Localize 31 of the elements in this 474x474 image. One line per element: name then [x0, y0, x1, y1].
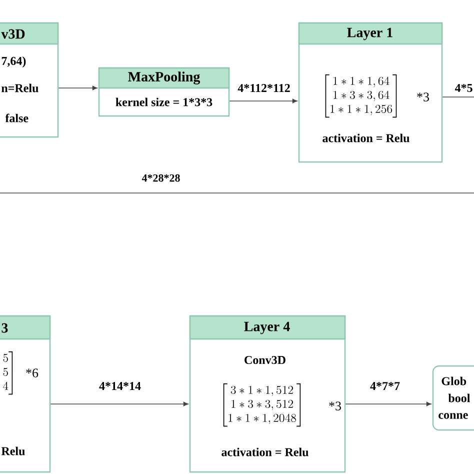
header-text: 3 — [2, 323, 8, 333]
edge-label: 4*5 — [454, 84, 472, 92]
parameter-text: bool — [448, 394, 470, 402]
header-text: MaxPooling — [128, 72, 200, 84]
parameter-text: activation = Relu — [322, 134, 410, 142]
header-text: v3D — [1, 29, 25, 39]
parameter-text: Conv3D — [244, 356, 286, 364]
edge-label: 4*14*14 — [99, 382, 141, 390]
matrix-formula: $\begin{bmatrix}3*1*1,512\\1*3*3,512\\1*1*1,2048\end{bmatrix}$ — [223, 383, 301, 427]
multiplier-text: *3 — [329, 402, 341, 410]
arrow — [345, 402, 432, 406]
dimension-text: 4*28*28 — [142, 174, 180, 182]
parameter-text: kernel size = 1*3*3 — [116, 98, 212, 106]
parameter-text: conne — [438, 413, 468, 419]
arrow — [50, 402, 188, 406]
header-text: Layer 4 — [244, 322, 290, 334]
parameter-text: Glob — [442, 376, 466, 386]
arrow — [58, 86, 98, 90]
matrix-formula: $\begin{bmatrix}1*1*1,64\\1*3*3,64\\1*1*1,256\end{bmatrix}$ — [325, 74, 397, 118]
edge-label: 4*7*7 — [370, 382, 400, 390]
arrow — [229, 98, 298, 104]
edge-label: 4*112*112 — [238, 84, 290, 92]
parameter-text: Relu — [1, 446, 25, 456]
header-text: Layer 1 — [347, 28, 392, 40]
parameter-text: n=Relu — [2, 84, 38, 92]
parameter-text: 7,64) — [2, 56, 26, 68]
parameter-text: false — [5, 114, 28, 122]
matrix-formula: $\left.\begin{matrix}5\\5\\4\end{matrix}\right]$ — [3, 351, 13, 395]
parameter-text: activation = Relu — [222, 448, 308, 456]
multiplier-text: *6 — [26, 368, 38, 378]
multiplier-text: *3 — [417, 92, 429, 102]
